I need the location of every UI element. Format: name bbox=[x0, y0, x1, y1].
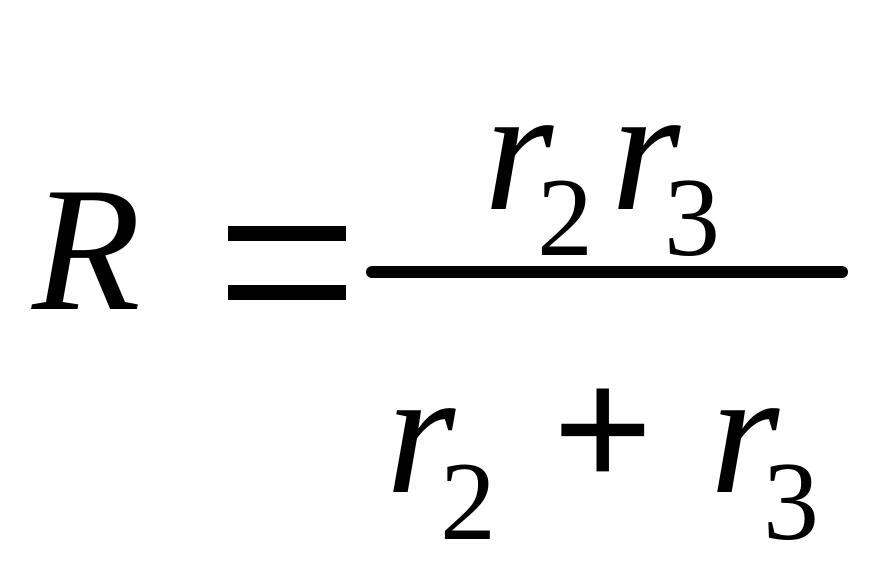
equals-sign-top-bar bbox=[228, 226, 346, 241]
plus-operator: + bbox=[552, 330, 654, 528]
denominator-variable-r-first: r bbox=[386, 333, 456, 531]
numerator-variable-r-second: r bbox=[611, 50, 681, 248]
lhs-variable-R: R bbox=[32, 150, 141, 348]
fraction-bar bbox=[366, 266, 848, 278]
numerator-subscript-first: 2 bbox=[537, 156, 593, 280]
denominator-subscript-second: 3 bbox=[763, 440, 819, 564]
equals-sign-bottom-bar bbox=[228, 285, 346, 300]
numerator-subscript-second: 3 bbox=[664, 156, 720, 280]
denominator-variable-r-second: r bbox=[710, 333, 780, 531]
denominator-subscript-first: 2 bbox=[440, 440, 496, 564]
numerator-variable-r-first: r bbox=[484, 50, 554, 248]
